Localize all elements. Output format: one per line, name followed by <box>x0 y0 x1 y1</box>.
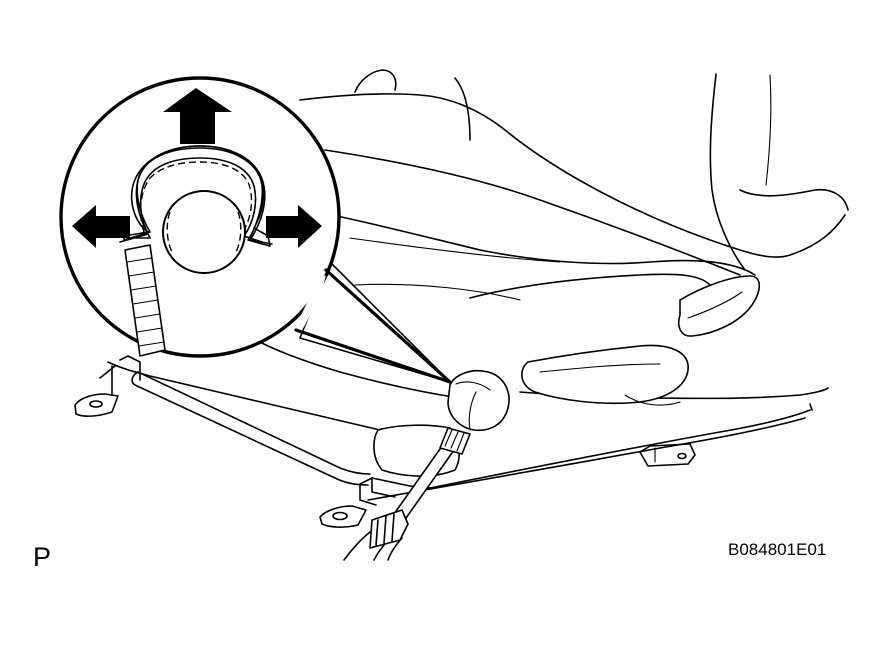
arrow-left-icon <box>72 205 130 248</box>
clip-knob <box>447 369 510 432</box>
arrow-up-icon <box>163 88 232 144</box>
view-label: P <box>33 542 52 572</box>
clip-detail <box>72 88 322 357</box>
figure-code: B084801E01 <box>728 540 827 559</box>
seat-drawing <box>239 69 849 406</box>
seat-rails <box>74 355 813 528</box>
screwdriver-icon <box>343 427 471 561</box>
arrow-right-icon <box>266 205 322 248</box>
